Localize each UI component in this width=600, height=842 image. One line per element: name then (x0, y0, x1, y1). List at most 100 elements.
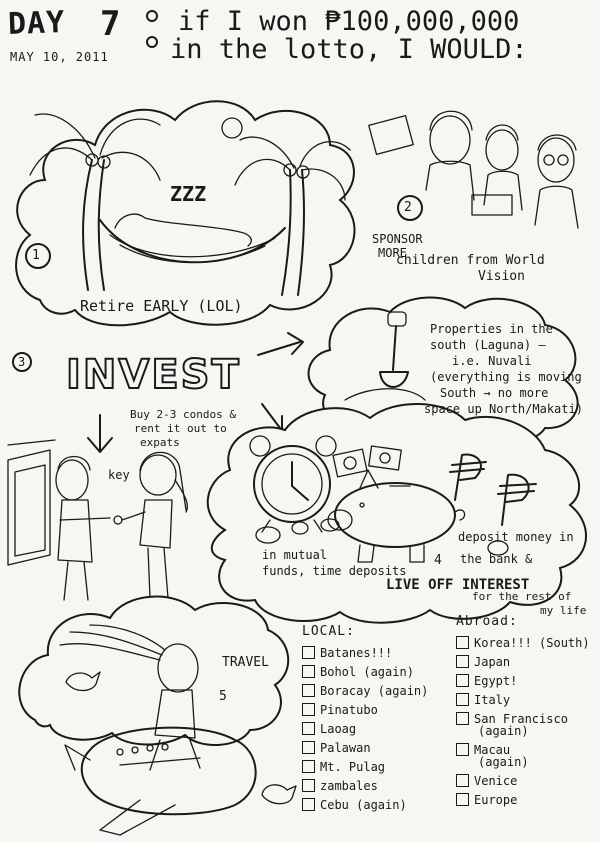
checklist-item-label: Venice (474, 773, 518, 788)
checklist-item-label: Cebu (again) (320, 797, 407, 812)
condo-scene-drawing (7, 439, 189, 601)
piggy-bank-icon (327, 469, 466, 563)
number-circle-1 (25, 243, 51, 269)
sponsor-line-4: Vision (478, 269, 525, 284)
abroad-heading: Abroad: (456, 614, 518, 629)
checkbox-icon[interactable] (302, 722, 315, 735)
properties-line-1: Properties in the (430, 322, 553, 336)
local-heading: LOCAL: (302, 624, 355, 639)
bullet-dot (146, 36, 158, 48)
checklist-item: Laoag (302, 719, 452, 738)
mutual-line-1: in mutual (262, 548, 328, 562)
checklist-item: Egypt! (456, 671, 596, 690)
arrow-right (257, 332, 304, 356)
cloud-bubble-money (206, 402, 587, 624)
sun-icon (221, 117, 243, 139)
bullet-dot (146, 10, 158, 22)
properties-line-4: (everything is moving (430, 370, 582, 384)
palm-tree-left (29, 113, 161, 291)
checklist-item: Europe (456, 790, 596, 809)
checklist-item: Venice (456, 771, 596, 790)
checklist-item-label: Egypt! (474, 673, 518, 688)
number-label-2: 2 (404, 200, 412, 215)
arrow-down-left (87, 414, 113, 453)
deposit-line-4: for the rest of (472, 590, 572, 603)
deposit-line-5: my life (540, 604, 587, 617)
checklist-item-label: Macau (474, 742, 511, 757)
travel-label: TRAVEL (222, 655, 269, 670)
checklist-item-label: Palawan (320, 740, 371, 755)
checklist-item: zambales (302, 776, 452, 795)
checklist-item: Korea!!! (South) (456, 633, 596, 652)
checklist-item-label: Boracay (again) (320, 683, 429, 698)
checklist-item: Italy (456, 690, 596, 709)
checklist-item-label: San Francisco (474, 711, 568, 726)
checkbox-icon[interactable] (456, 655, 469, 668)
checklist-item-label: Laoag (320, 721, 357, 736)
sleeping-person (114, 213, 252, 247)
day-word: DAY (7, 5, 66, 42)
checkbox-icon[interactable] (456, 774, 469, 787)
checkbox-icon[interactable] (456, 712, 469, 725)
sponsor-line-1: SPONSOR (372, 232, 423, 246)
retire-caption: Retire EARLY (LOL) (80, 297, 243, 315)
live-off-interest: LIVE OFF INTEREST (386, 577, 530, 593)
checkbox-icon[interactable] (302, 684, 315, 697)
number-label-5: 5 (219, 689, 227, 704)
date-label: MAY 10, 2011 (10, 50, 109, 64)
header-line-2: in the lotto, I WOULD: (170, 34, 528, 65)
checkbox-icon[interactable] (456, 636, 469, 649)
checklist-item-label: Pinatubo (320, 702, 378, 717)
checkbox-icon[interactable] (456, 674, 469, 687)
checkbox-icon[interactable] (302, 703, 315, 716)
checkbox-icon[interactable] (456, 743, 469, 756)
shovel-icon (344, 311, 426, 401)
checklist-item: Batanes!!! (302, 643, 452, 662)
properties-line-3: i.e. Nuvali (452, 354, 532, 368)
properties-line-6: space up North/Makati) (424, 402, 583, 416)
coin-icons (255, 518, 509, 556)
checkbox-icon[interactable] (302, 646, 315, 659)
checkbox-icon[interactable] (302, 760, 315, 773)
checkbox-icon[interactable] (302, 798, 315, 811)
number-label-4: 4 (434, 553, 442, 568)
checkbox-icon[interactable] (456, 793, 469, 806)
checklist-item-note: (again) (478, 724, 529, 738)
properties-line-2: south (Laguna) — (430, 338, 546, 352)
checkbox-icon[interactable] (302, 779, 315, 792)
checklist-item: Pinatubo (302, 700, 452, 719)
checklist-item: San Francisco (456, 709, 596, 728)
condos-line-1: Buy 2-3 condos & (130, 408, 236, 421)
bird-icon (65, 671, 101, 692)
peso-sign-icons (449, 453, 537, 526)
alarm-clock-icon (249, 435, 337, 533)
checkbox-icon[interactable] (456, 693, 469, 706)
checklist-item: Mt. Pulag (302, 757, 452, 776)
condos-line-2: rent it out to (134, 422, 227, 435)
mutual-line-2: funds, time deposits (262, 564, 407, 578)
girl-with-hair-drawing (59, 624, 201, 771)
checklist-item-label: Mt. Pulag (320, 759, 386, 774)
checklist-item-label: Japan (474, 654, 511, 669)
checkbox-icon[interactable] (302, 741, 315, 754)
header-line-1: if I won ₱100,000,000 (178, 6, 520, 37)
checklist-item: Macau (456, 740, 596, 759)
airplane-icon (64, 726, 257, 836)
checklist-item: Bohol (again) (302, 662, 452, 681)
day-number: 7 (100, 4, 121, 44)
checklist-item-label: zambales (320, 778, 378, 793)
checklist-item-label: Bohol (again) (320, 664, 414, 679)
checklist-item: Palawan (302, 738, 452, 757)
deposit-line-1: deposit money in (458, 530, 574, 544)
checklist-item-note: (again) (478, 755, 529, 769)
condos-line-3: expats (140, 436, 180, 449)
checklist-item-label: Europe (474, 792, 518, 807)
checklist-item: Boracay (again) (302, 681, 452, 700)
properties-line-5: South → no more (440, 386, 549, 400)
sponsor-children-drawing (368, 110, 579, 229)
banknote-icons (332, 445, 402, 478)
checklist-item: Japan (456, 652, 596, 671)
number-label-1: 1 (32, 248, 40, 263)
checkbox-icon[interactable] (302, 665, 315, 678)
